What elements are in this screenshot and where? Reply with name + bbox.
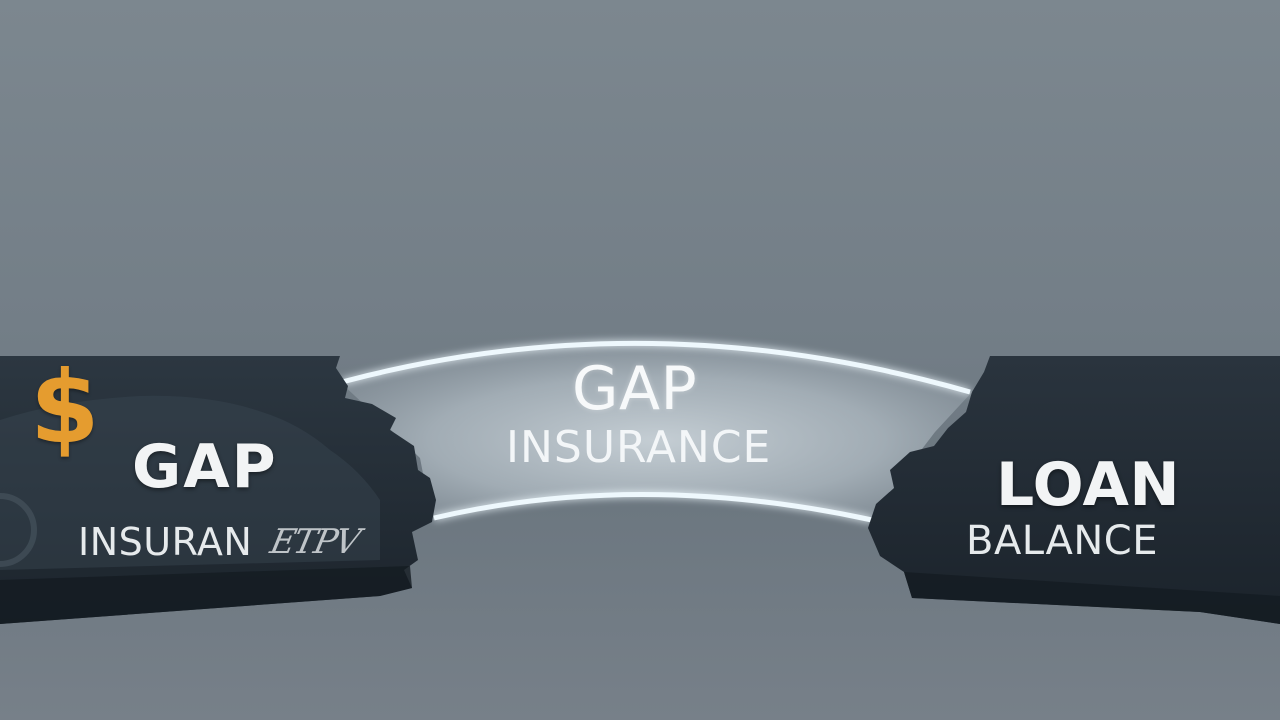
right-title: LOAN xyxy=(996,450,1181,520)
right-subtitle: BALANCE xyxy=(966,518,1158,564)
bridge-subtitle: INSURANCE xyxy=(506,422,772,473)
left-title: GAP xyxy=(132,432,278,502)
left-cliff-face xyxy=(0,566,412,624)
bridge-bottom-edge xyxy=(433,492,873,523)
left-cliff xyxy=(0,356,436,624)
car-wheel xyxy=(0,493,37,567)
bridge-top-edge xyxy=(341,340,971,395)
left-subtitle-scribble: ETPV xyxy=(266,522,363,562)
dollar-sign-icon: $ xyxy=(30,349,100,466)
right-cliff xyxy=(868,356,1280,624)
car-silhouette xyxy=(0,395,380,570)
bridge-body xyxy=(340,343,972,520)
right-cliff-face xyxy=(904,572,1280,624)
left-subtitle: INSURAN xyxy=(78,520,253,564)
bridge-title: GAP xyxy=(572,354,698,424)
